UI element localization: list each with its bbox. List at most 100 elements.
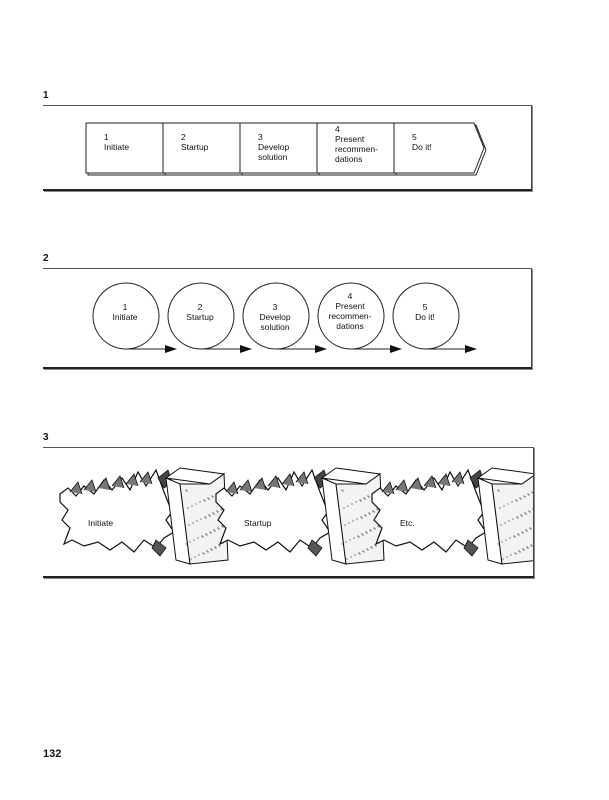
wall-texture-dot: [213, 529, 215, 531]
section-label-3: 3: [43, 432, 49, 443]
breakthrough-step-2: Startup: [215, 467, 385, 565]
wall-texture-dot: [210, 532, 212, 534]
wall-texture-dot: [532, 508, 533, 510]
wall-texture-dot: [211, 495, 213, 497]
drill-ridge: [423, 475, 437, 489]
step-label-line: Do it!: [412, 142, 432, 152]
step-label-line: 2: [181, 132, 186, 142]
wall-texture-dot: [350, 556, 352, 558]
step-label: Initiate: [88, 518, 113, 528]
step-label-line: solution: [260, 322, 290, 332]
wall-texture-dot: [372, 510, 374, 512]
drill-ridge: [111, 475, 125, 489]
wall-texture-dot: [209, 515, 211, 517]
arrow-head: [315, 345, 327, 353]
step-label-line: Present: [335, 301, 365, 311]
wall-texture-dot: [221, 509, 223, 511]
wall-texture-dot: [185, 543, 187, 545]
drill-ridge: [267, 475, 281, 489]
wall-texture-dot: [205, 517, 207, 519]
wall-texture-dot: [526, 546, 528, 548]
wall-texture-dot: [513, 535, 515, 537]
drill-ridge: [409, 477, 423, 491]
wall-texture-dot: [214, 530, 216, 532]
step-label-line: Develop: [259, 312, 290, 322]
wall-texture-dot: [207, 497, 209, 499]
drill-ridge: [381, 481, 395, 495]
step-label-line: Develop: [258, 142, 289, 152]
wall-texture-dot: [195, 503, 197, 505]
wall-texture-dot: [497, 489, 499, 491]
wall-texture-dot: [208, 514, 210, 516]
step-label-line: Startup: [244, 518, 272, 528]
wall-texture-dot: [204, 516, 206, 518]
step-label-line: 1: [104, 132, 109, 142]
wall-texture-dot: [213, 513, 215, 515]
wall-texture-dot: [370, 546, 372, 548]
wall-texture-dot: [368, 512, 370, 514]
step-label: Startup: [244, 518, 272, 528]
drill-ridge: [125, 473, 139, 487]
wall-texture-dot: [341, 489, 343, 491]
wall-texture-dot: [517, 533, 519, 535]
wall-texture-dot: [366, 548, 368, 550]
wall-texture-dot: [219, 545, 221, 547]
wall-texture-dot: [222, 526, 224, 528]
wall-texture-dot: [524, 496, 526, 498]
wall-texture-dot: [497, 543, 499, 545]
wall-texture-dot: [362, 534, 364, 536]
drill-ridge: [437, 473, 451, 487]
wall-texture-dot: [528, 494, 530, 496]
wall-texture-dot: [527, 547, 529, 549]
step-label-line: Startup: [186, 312, 214, 322]
wall-texture-dot: [501, 541, 503, 543]
wall-texture-dot: [371, 547, 373, 549]
wall-texture-dot: [524, 512, 526, 514]
wall-texture-dot: [530, 544, 532, 546]
debris: [463, 539, 479, 557]
wall-texture-dot: [373, 527, 375, 529]
wall-texture-dot: [502, 558, 504, 560]
circle-outline: [242, 282, 310, 350]
breakthrough-step-1: Initiate: [59, 467, 229, 565]
wall-texture-dot: [356, 518, 358, 520]
wall-texture-dot: [369, 529, 371, 531]
wall-texture-dot: [205, 533, 207, 535]
wall-texture-dot: [355, 501, 357, 503]
wall-texture-dot: [508, 520, 510, 522]
wall-texture-dot: [194, 556, 196, 558]
wall-texture-dot: [378, 526, 380, 528]
page-number: 132: [43, 748, 62, 760]
wall-texture-dot: [354, 554, 356, 556]
step-label-line: dations: [336, 321, 363, 331]
wall-texture-dot: [522, 532, 524, 534]
arrow-head: [390, 345, 402, 353]
step-label-line: recommen-: [329, 311, 372, 321]
arrow-head: [165, 345, 177, 353]
wall-texture-dot: [517, 517, 519, 519]
wall-texture-dot: [342, 490, 344, 492]
wall-texture-dot: [214, 546, 216, 548]
wall-texture-dot: [188, 524, 190, 526]
circle-outline: [317, 282, 385, 350]
wall-texture-dot: [512, 518, 514, 520]
wall-texture-dot: [519, 497, 521, 499]
drill-ridge: [451, 471, 465, 485]
wall-texture-dot: [367, 495, 369, 497]
wall-texture-dot: [516, 500, 518, 502]
section-label-2: 2: [43, 253, 49, 264]
debris: [307, 539, 323, 557]
step-label-line: Initiate: [88, 518, 113, 528]
wall-texture-dot: [341, 543, 343, 545]
wall-texture-dot: [360, 500, 362, 502]
wall-texture-dot: [504, 522, 506, 524]
wall-texture-dot: [363, 497, 365, 499]
